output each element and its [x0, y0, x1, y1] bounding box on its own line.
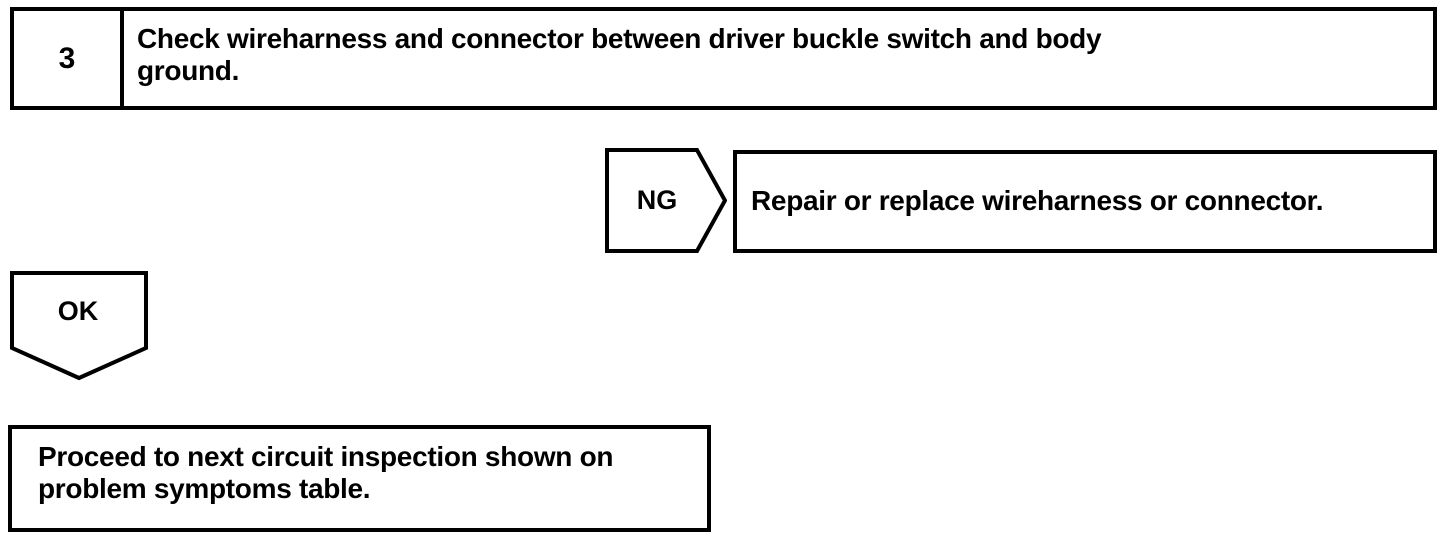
ng-branch-tag [605, 148, 727, 253]
ok-branch-tag [10, 271, 149, 381]
step-number: 3 [58, 41, 76, 75]
step-row: 3 Check wireharness and connector betwee… [10, 7, 1437, 110]
ng-result-text: Repair or replace wireharness or connect… [751, 185, 1324, 217]
ok-pentagon-icon [10, 271, 148, 381]
step-instruction-cell: Check wireharness and connector between … [124, 11, 1433, 106]
ok-result-text: Proceed to next circuit inspection shown… [38, 441, 614, 504]
ng-result-box: Repair or replace wireharness or connect… [733, 150, 1437, 253]
step-instruction-text: Check wireharness and connector between … [137, 23, 1102, 86]
step-number-cell: 3 [14, 11, 124, 106]
ok-result-box: Proceed to next circuit inspection shown… [8, 425, 711, 532]
ng-pentagon-icon [605, 148, 727, 253]
